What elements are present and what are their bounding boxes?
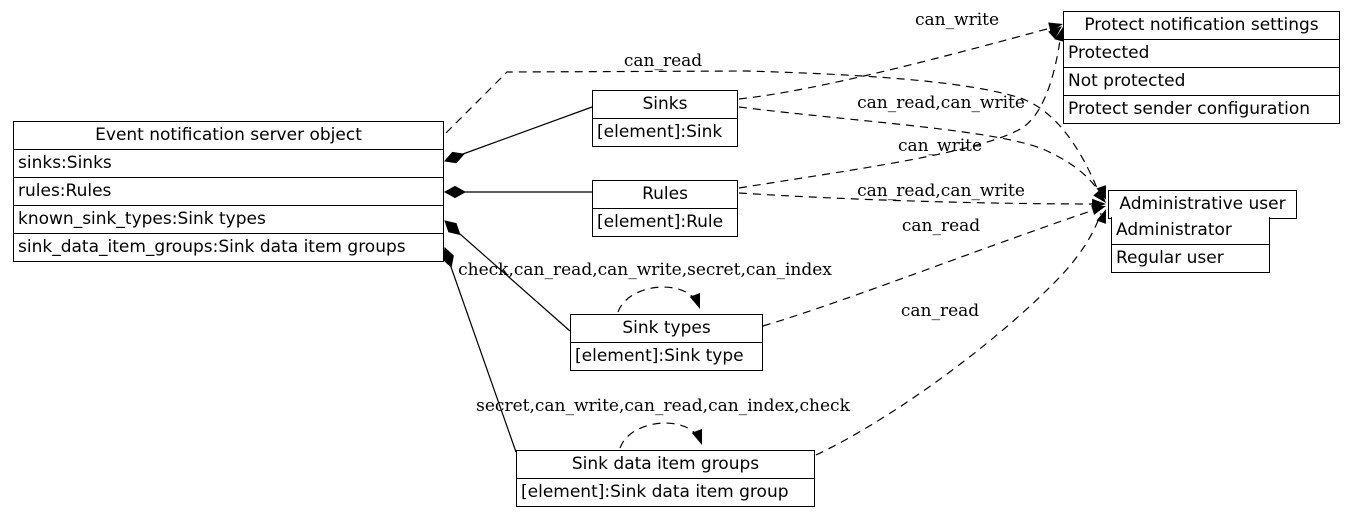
node-protect-notification-settings: Protect notification settings Protected … bbox=[1063, 11, 1340, 124]
edge-label-sink-data-item-groups-self-loop: secret,can_write,can_read,can_index,chec… bbox=[476, 396, 850, 416]
edge-sink-types-to-admin-can-read bbox=[762, 205, 1106, 327]
attribute-element-rule: [element]:Rule bbox=[593, 208, 737, 236]
node-title: Rules bbox=[642, 184, 688, 204]
edge-label-sink-types-can-read: can_read bbox=[901, 216, 981, 236]
edge-label-rules-can-write: can_write bbox=[897, 136, 983, 156]
enum-protect-sender-configuration: Protect sender configuration bbox=[1064, 95, 1339, 123]
attribute-rules: rules:Rules bbox=[14, 177, 443, 205]
enum-protected: Protected bbox=[1064, 39, 1339, 67]
edge-label-sinks-can-read-can-write: can_read,can_write bbox=[857, 93, 1025, 113]
edge-rules-to-protect-can-write bbox=[738, 26, 1065, 189]
self-loop-sink-data-item-groups bbox=[619, 422, 703, 449]
edge-label-can-write-top: can_write bbox=[914, 10, 1000, 30]
node-administrative-user-values: Administrator Regular user bbox=[1111, 217, 1270, 273]
node-title: Event notification server object bbox=[95, 125, 362, 145]
node-rules: Rules [element]:Rule bbox=[592, 180, 738, 237]
node-sink-types: Sink types [element]:Sink type bbox=[570, 314, 763, 371]
node-title: Protect notification settings bbox=[1084, 15, 1319, 35]
edge-sinks-to-protect-can-write bbox=[738, 22, 1063, 100]
attribute-element-sink-type: [element]:Sink type bbox=[571, 342, 762, 370]
node-title: Sink data item groups bbox=[571, 454, 760, 474]
attribute-sinks: sinks:Sinks bbox=[14, 149, 443, 177]
edge-label-can-read-top: can_read bbox=[623, 51, 703, 71]
composition-link-rules bbox=[443, 185, 592, 199]
edge-label-sink-types-self-loop: check,can_read,can_write,secret,can_inde… bbox=[458, 260, 832, 280]
self-loop-sink-types bbox=[617, 286, 701, 313]
edge-sink-data-item-groups-to-admin-can-read bbox=[815, 209, 1106, 456]
enum-regular-user: Regular user bbox=[1112, 244, 1269, 272]
edge-sinks-to-admin-can-read-can-write bbox=[738, 106, 1106, 203]
composition-link-sinks bbox=[444, 106, 593, 164]
node-title: Sink types bbox=[622, 318, 711, 338]
node-sinks: Sinks [element]:Sink bbox=[592, 90, 738, 147]
edge-label-sink-data-item-groups-can-read: can_read bbox=[900, 301, 980, 321]
node-sink-data-item-groups: Sink data item groups [element]:Sink dat… bbox=[516, 450, 815, 507]
node-title: Administrative user bbox=[1119, 194, 1286, 214]
attribute-element-sink: [element]:Sink bbox=[593, 118, 737, 146]
attribute-element-sink-data-item-group: [element]:Sink data item group bbox=[517, 478, 814, 506]
node-administrative-user: Administrative user bbox=[1108, 190, 1297, 219]
enum-administrator: Administrator bbox=[1116, 220, 1232, 240]
attribute-sink-data-item-groups: sink_data_item_groups:Sink data item gro… bbox=[14, 233, 443, 261]
node-title: Sinks bbox=[642, 94, 688, 114]
enum-not-protected: Not protected bbox=[1064, 67, 1339, 95]
composition-link-sink-types bbox=[444, 220, 571, 332]
node-event-notification-server-object: Event notification server object sinks:S… bbox=[13, 121, 444, 262]
edge-label-rules-can-read-can-write: can_read,can_write bbox=[857, 181, 1025, 201]
attribute-known-sink-types: known_sink_types:Sink types bbox=[14, 205, 443, 233]
